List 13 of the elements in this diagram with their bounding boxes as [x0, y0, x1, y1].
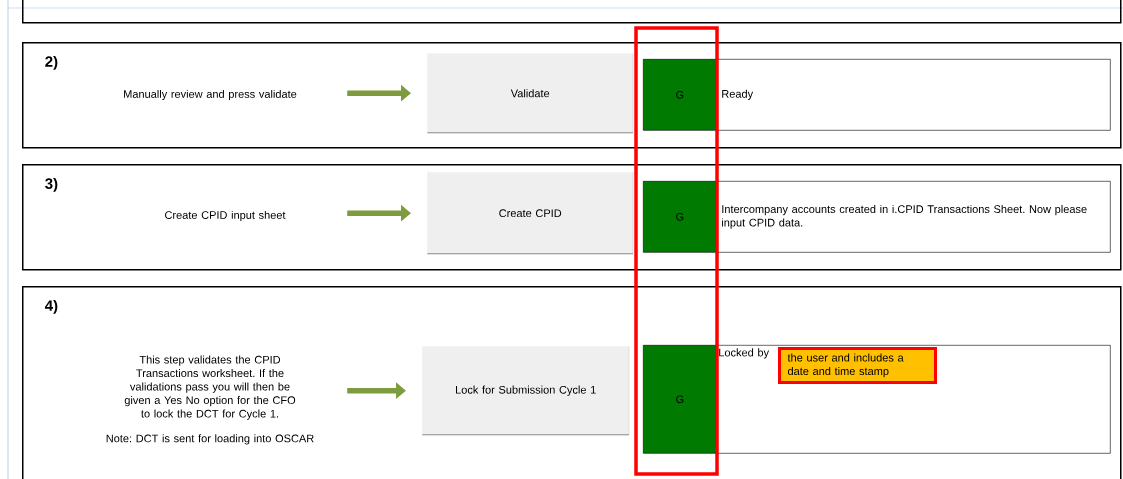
callout-note: the user and includes a date and time stamp [778, 347, 937, 384]
action-button: Create CPID [427, 172, 634, 255]
status-indicator: G [643, 345, 717, 454]
status-indicator: G [643, 59, 717, 131]
step-description: This step validates the CPID Transactions worksheet. If the validations pass you will then be given a Yes No option for the CFO to lock the DCT for Cycle 1. Note: DCT is sent for loading into OSCAR [106, 355, 314, 445]
action-button: Lock for Submission Cycle 1 [422, 346, 630, 436]
status-message: Ready [716, 59, 1111, 131]
action-button: Validate [427, 53, 634, 134]
step-description: Create CPID input sheet [165, 210, 286, 222]
status-indicator: G [643, 181, 717, 253]
panel-frame [22, 0, 1122, 24]
step-description: Manually review and press validate [124, 89, 297, 101]
status-message: Intercompany accounts created in i.CPID Transactions Sheet. Now please input CPID data. [716, 181, 1111, 253]
